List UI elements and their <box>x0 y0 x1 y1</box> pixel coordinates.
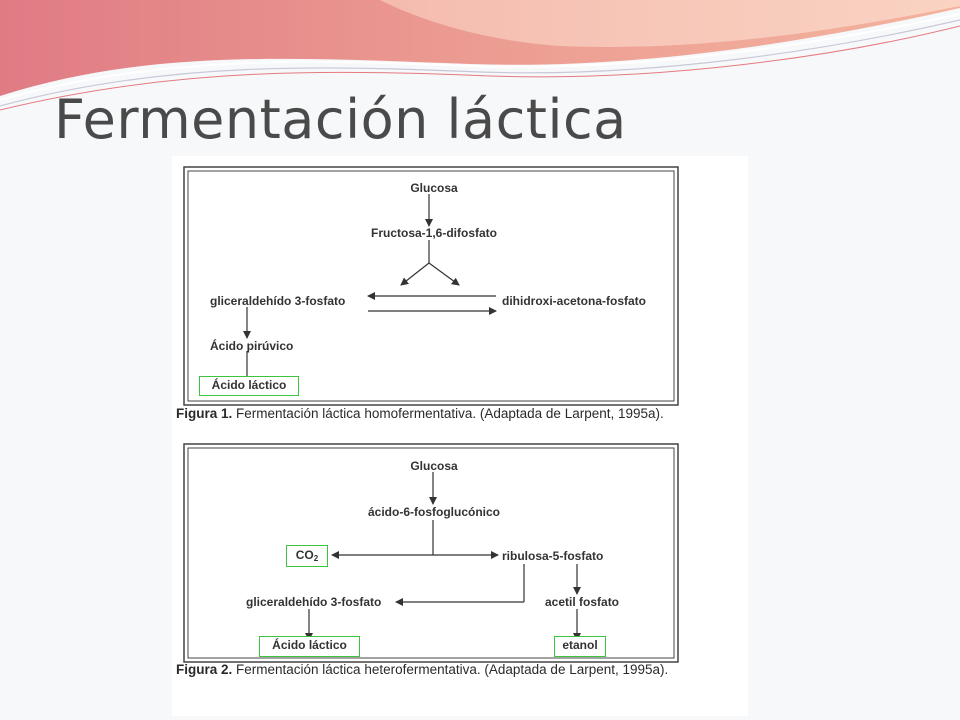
decorative-swoosh <box>0 0 960 111</box>
fig2-caption-label: Figura 2. <box>176 662 233 677</box>
fig1-node-gliceraldehido: gliceraldehído 3-fosfato <box>210 294 346 308</box>
fig2-caption: Figura 2. Fermentación láctica heterofer… <box>176 662 668 677</box>
fig2-node-acetil: acetil fosfato <box>545 595 620 609</box>
fig1-node-piruvico: Ácido pirúvico <box>210 339 294 353</box>
fig2-node-glucosa: Glucosa <box>410 459 458 473</box>
fig2-node-gliceraldehido: gliceraldehído 3-fosfato <box>246 595 382 609</box>
fig2-co2-subscript: 2 <box>313 554 319 563</box>
fig2-node-fosfogluconico: ácido-6-fosfoglucónico <box>368 505 500 519</box>
figure2-frame <box>183 443 679 663</box>
diagram-lines <box>183 166 679 663</box>
fig1-box-lactico: Ácido láctico <box>199 376 299 396</box>
fig2-box-lactico: Ácido láctico <box>259 636 360 657</box>
fig1-node-glucosa: Glucosa <box>410 181 458 195</box>
figure-panel: Glucosa Fructosa-1,6-difosfato glicerald… <box>172 156 748 716</box>
fig2-box-co2: CO2 <box>286 545 328 567</box>
fig1-node-dihidroxi: dihidroxi-acetona-fosfato <box>502 294 647 308</box>
fig1-caption-text: Fermentación láctica homofermentativa. (… <box>232 406 664 421</box>
fig1-caption-label: Figura 1. <box>176 406 233 421</box>
fig1-caption: Figura 1. Fermentación láctica homoferme… <box>176 406 664 421</box>
fig2-co2-text: CO <box>295 548 314 562</box>
fig2-box-etanol: etanol <box>554 636 606 657</box>
fig1-node-fructosa: Fructosa-1,6-difosfato <box>370 226 498 240</box>
fig2-node-ribulosa: ribulosa-5-fosfato <box>502 549 604 563</box>
fig2-caption-text: Fermentación láctica heterofermentativa.… <box>232 662 669 677</box>
figure1-frame <box>183 166 679 406</box>
slide-title: Fermentación láctica <box>54 88 627 151</box>
